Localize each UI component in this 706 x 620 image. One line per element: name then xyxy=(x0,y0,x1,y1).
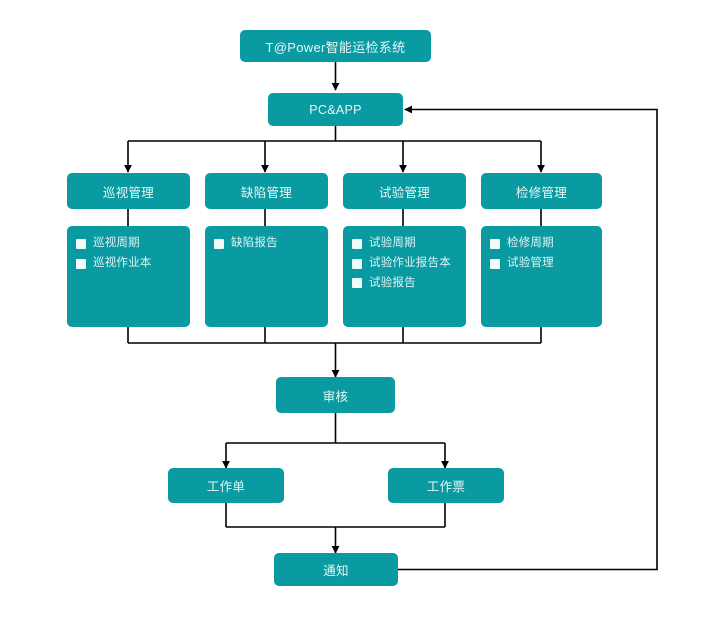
panel-column-3[interactable]: 试验周期 试验作业报告本 试验报告 xyxy=(343,226,466,327)
checkbox-icon[interactable] xyxy=(352,238,362,249)
panel-item[interactable]: 试验周期 xyxy=(352,237,456,251)
checkbox-icon[interactable] xyxy=(490,238,500,249)
node-column-header-1[interactable]: 巡视管理 xyxy=(67,173,190,209)
panel-column-2[interactable]: 缺陷报告 xyxy=(205,226,328,327)
panel-item-label: 试验周期 xyxy=(369,237,416,249)
panel-item-label: 检修周期 xyxy=(507,237,554,249)
panel-item[interactable]: 巡视作业本 xyxy=(76,257,180,271)
node-notice[interactable]: 通知 xyxy=(274,553,398,586)
panel-item[interactable]: 试验报告 xyxy=(352,277,456,291)
panel-item-label: 巡视作业本 xyxy=(93,256,152,269)
panel-item-label: 试验报告 xyxy=(369,276,416,289)
node-work-ticket[interactable]: 工作票 xyxy=(388,468,504,503)
panel-item[interactable]: 巡视周期 xyxy=(76,237,180,251)
checkbox-icon[interactable] xyxy=(76,258,86,269)
node-column-header-4[interactable]: 检修管理 xyxy=(481,173,602,209)
panel-item[interactable]: 试验作业报告本 xyxy=(352,257,456,271)
panel-column-1[interactable]: 巡视周期 巡视作业本 xyxy=(67,226,190,327)
checkbox-icon[interactable] xyxy=(352,278,362,289)
panel-item-label: 缺陷报告 xyxy=(231,237,278,249)
panel-column-4[interactable]: 检修周期 试验管理 xyxy=(481,226,602,327)
node-review[interactable]: 审核 xyxy=(276,377,395,413)
panel-item-label: 巡视周期 xyxy=(93,237,140,249)
panel-item[interactable]: 检修周期 xyxy=(490,237,592,251)
panel-item-label: 试验管理 xyxy=(507,256,554,269)
panel-item[interactable]: 缺陷报告 xyxy=(214,237,318,251)
panel-item[interactable]: 试验管理 xyxy=(490,257,592,271)
node-column-header-3[interactable]: 试验管理 xyxy=(343,173,466,209)
node-root-system[interactable]: T@Power智能运检系统 xyxy=(240,30,431,62)
checkbox-icon[interactable] xyxy=(490,258,500,269)
node-platform-pc-app[interactable]: PC&APP xyxy=(268,93,403,126)
node-work-order[interactable]: 工作单 xyxy=(168,468,284,503)
checkbox-icon[interactable] xyxy=(76,238,86,249)
panel-item-label: 试验作业报告本 xyxy=(369,256,451,269)
checkbox-icon[interactable] xyxy=(352,258,362,269)
node-column-header-2[interactable]: 缺陷管理 xyxy=(205,173,328,209)
checkbox-icon[interactable] xyxy=(214,238,224,249)
